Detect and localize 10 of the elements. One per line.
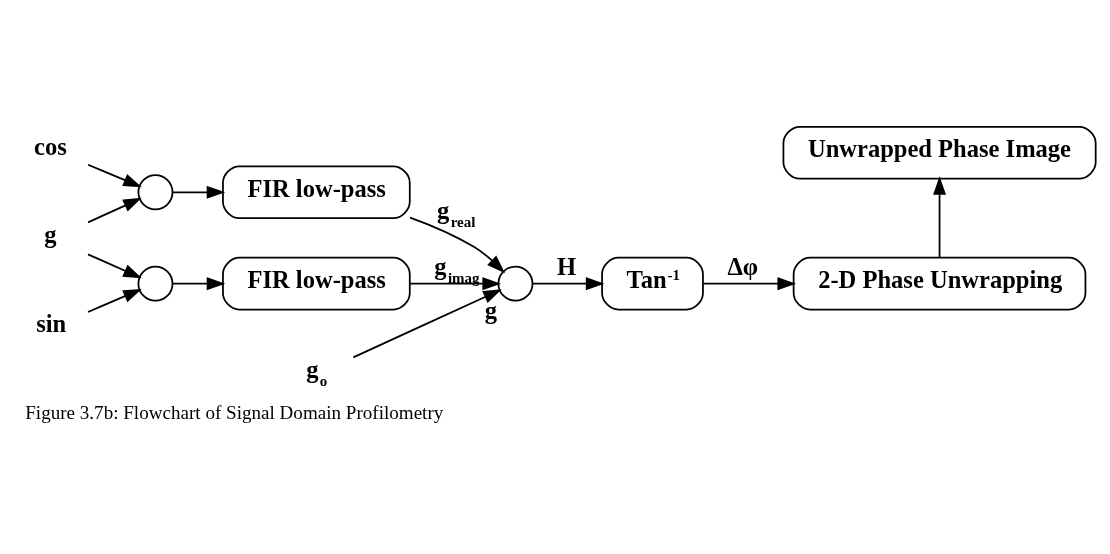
edge-label: g$_{imag}$ — [434, 252, 480, 286]
caption: Figure 3.7b: Flowchart of Signal Domain Profilometry — [25, 401, 444, 423]
node-text: g$_{o}$ — [306, 355, 328, 389]
edge-label: g$_{real}$ — [437, 196, 476, 230]
node-text: g — [44, 220, 57, 248]
edge-label: Δφ — [727, 252, 759, 280]
node-label: g — [484, 296, 498, 324]
node-text: cos — [34, 132, 67, 160]
node-text: sin — [36, 309, 67, 337]
edge-label: H — [557, 252, 577, 280]
